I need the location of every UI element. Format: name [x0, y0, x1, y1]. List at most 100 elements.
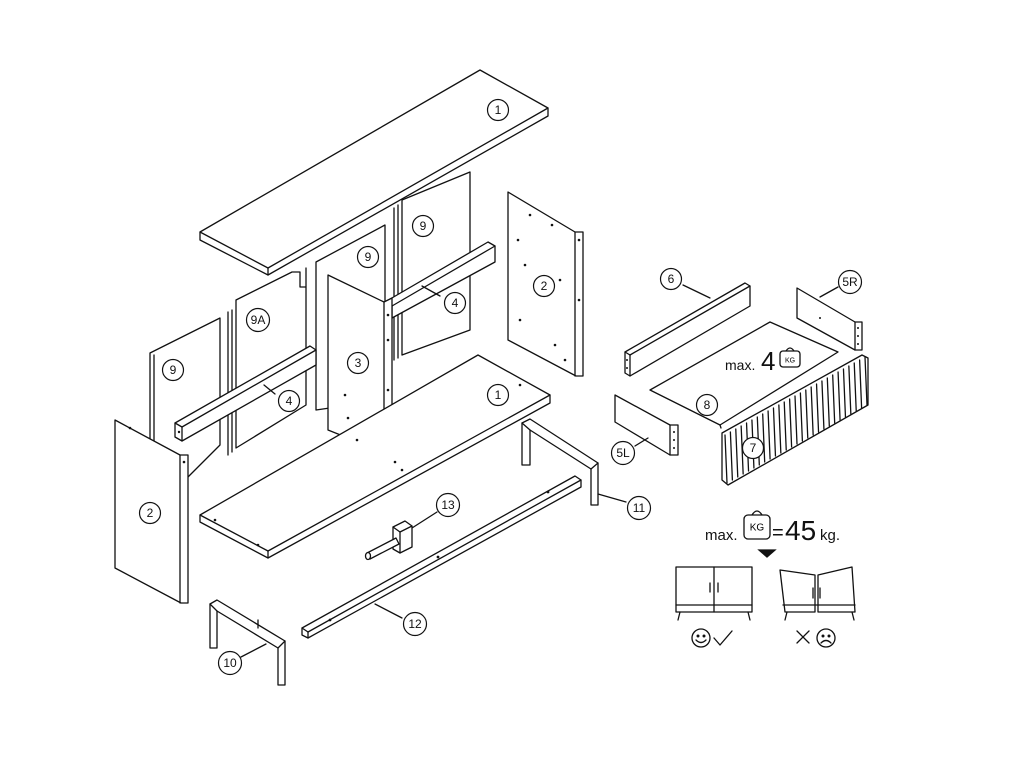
callout-back-panel-9a: 9A: [245, 307, 271, 333]
callout-back-panel-center: 9: [356, 245, 380, 269]
drawer-load-icon-label: KG: [785, 358, 795, 365]
callout-side-panel-left: 2: [138, 501, 162, 525]
drawer-load-value: 4: [761, 346, 775, 376]
frame-leg-left: [209, 599, 286, 686]
drawer-side-right: [796, 287, 863, 351]
callout-label: 4: [286, 394, 293, 408]
callout-label: 6: [668, 272, 675, 286]
slat-line: [783, 401, 787, 451]
callout-leader: [819, 286, 839, 298]
slat-line: [815, 383, 820, 433]
total-load-icon-label: KG: [750, 523, 765, 534]
frame-bracket: [364, 520, 413, 561]
callout-circle: [356, 245, 380, 269]
callout-back-panel-right: 9: [411, 214, 435, 238]
kg-weight-icon: KG: [779, 347, 801, 368]
callout-frame-bracket: 13: [411, 492, 461, 529]
callout-label: 10: [223, 656, 237, 670]
drawer-load-label: max. 4 KG: [725, 346, 801, 376]
callout-leader: [411, 511, 438, 529]
slat-line: [805, 389, 809, 439]
callout-circle: [532, 274, 556, 298]
callout-drawer-side-right: 5R: [819, 269, 863, 298]
callout-leader: [597, 493, 627, 503]
slat-line: [729, 431, 734, 481]
slat-line: [778, 404, 782, 454]
callout-leader: [634, 437, 649, 447]
slat-line: [821, 380, 825, 430]
callout-rail-right: 4: [421, 285, 467, 315]
drawer-side-left: [614, 394, 679, 456]
callout-circle: [610, 440, 636, 466]
callout-leader: [374, 603, 403, 619]
slat-line: [853, 362, 857, 412]
top-panel: [199, 69, 549, 276]
callout-rail-left: 4: [263, 384, 301, 413]
callout-circle: [486, 383, 510, 407]
callout-bottom-panel: 1: [486, 383, 510, 407]
callout-label: 9: [365, 250, 372, 264]
callout-label: 7: [750, 441, 757, 455]
callout-circle: [245, 307, 271, 333]
callout-drawer-bottom: 8: [695, 393, 719, 417]
callout-circle: [443, 291, 467, 315]
slat-line: [848, 365, 852, 415]
cross-frown-icon: [796, 628, 836, 648]
callout-circle: [138, 501, 162, 525]
total-load-label: max. KG = 45 kg.: [705, 510, 840, 558]
callout-label: 1: [495, 103, 502, 117]
total-load-unit: kg.: [820, 527, 840, 544]
slat-line: [826, 377, 830, 427]
kg-weight-icon: KG: [743, 510, 771, 540]
slat-line: [724, 434, 728, 484]
frame-leg-right: [521, 418, 599, 506]
callout-label: 5L: [616, 446, 630, 460]
callout-label: 4: [452, 296, 459, 310]
callout-side-panel-right: 2: [532, 274, 556, 298]
slat-line: [772, 407, 777, 457]
callout-back-panel-far-left: 9: [161, 358, 185, 382]
callout-label: 2: [147, 506, 154, 520]
callout-label: 13: [441, 498, 455, 512]
slat-line: [832, 374, 836, 424]
callout-drawer-front: 7: [741, 436, 765, 460]
callout-top-panel: 1: [486, 98, 510, 122]
slat-line: [762, 413, 766, 463]
callout-drawer-side-left: 5L: [610, 437, 649, 466]
callout-circle: [277, 389, 301, 413]
total-load-equals: =: [772, 522, 784, 544]
callout-leader: [682, 284, 711, 299]
callout-circle: [217, 650, 243, 676]
slat-line: [810, 386, 814, 436]
callout-circle: [411, 214, 435, 238]
callout-frame-leg-right: 11: [597, 493, 652, 521]
slat-line: [767, 410, 771, 460]
callout-circle: [741, 436, 765, 460]
callout-circle: [486, 98, 510, 122]
drawer-back: [624, 282, 751, 377]
callout-circle: [837, 269, 863, 295]
slat-line: [735, 428, 739, 478]
callout-circle: [161, 358, 185, 382]
slat-line: [842, 368, 847, 418]
slat-line: [837, 371, 841, 421]
callout-circle: [626, 495, 652, 521]
callout-label: 9: [420, 219, 427, 233]
callout-label: 3: [355, 356, 362, 370]
callout-leader: [421, 285, 441, 297]
callout-drawer-back: 6: [659, 267, 711, 299]
callout-leader: [240, 643, 267, 658]
slat-line: [858, 359, 863, 409]
callout-label: 5R: [842, 275, 858, 289]
slat-line: [794, 395, 798, 445]
callout-label: 11: [633, 501, 646, 515]
callout-frame-leg-left: 10: [217, 643, 267, 676]
slat-line: [799, 392, 804, 442]
slat-line: [864, 356, 868, 406]
smiley-check-icon: [691, 628, 733, 648]
callout-label: 9A: [251, 313, 266, 327]
callout-label: 2: [541, 279, 548, 293]
arrow-down-icon: [757, 549, 777, 558]
